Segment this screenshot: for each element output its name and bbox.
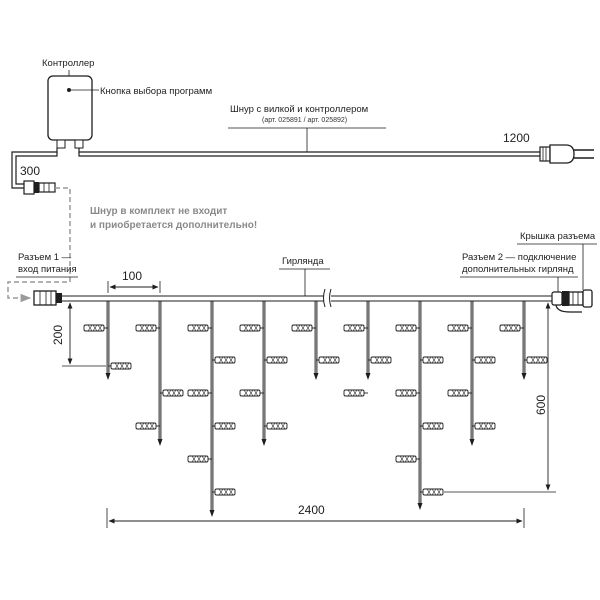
- drop-tip-icon: [261, 439, 267, 446]
- led-bulb-icon: [526, 356, 548, 364]
- cord-title: Шнур с вилкой и контроллером: [230, 104, 368, 115]
- led-bulb-icon: [239, 324, 261, 332]
- icicle-drop: [291, 301, 340, 380]
- led-bulb-icon: [447, 389, 469, 397]
- led-bulb-icon: [422, 356, 444, 364]
- led-bulb-icon: [187, 324, 209, 332]
- drop-tip-icon: [313, 373, 319, 380]
- cord-article: (арт. 025891 / арт. 025892): [262, 117, 347, 124]
- led-bulb-icon: [395, 324, 417, 332]
- led-bulb-icon: [162, 389, 184, 397]
- spacing-dim: 100: [122, 269, 142, 283]
- drop-tip-icon: [209, 510, 215, 517]
- led-bulb-icon: [239, 389, 261, 397]
- led-bulb-icon: [110, 362, 132, 370]
- cord-to-plug: [78, 148, 540, 153]
- total-length-dim: 2400: [298, 503, 325, 517]
- led-bulb-icon: [318, 356, 340, 364]
- note-line-1: Шнур в комплект не входит: [90, 206, 227, 217]
- led-bulb-icon: [135, 324, 157, 332]
- cord-length-dim: 1200: [503, 131, 530, 145]
- connector1-label-2: вход питания: [18, 264, 77, 275]
- connector-cap: [582, 289, 593, 308]
- led-bulb-icon: [214, 488, 236, 496]
- garland-label: Гирлянда: [282, 256, 324, 267]
- icicle-drop: [187, 301, 236, 517]
- controller-lead: [11, 148, 58, 189]
- led-bulb-icon: [474, 422, 496, 430]
- icicle-drop: [343, 301, 392, 397]
- icicle-drops: [83, 301, 548, 517]
- led-bulb-icon: [214, 356, 236, 364]
- led-bulb-icon: [187, 389, 209, 397]
- led-bulb-icon: [83, 324, 105, 332]
- led-bulb-icon: [214, 422, 236, 430]
- offset-dim: 200: [51, 325, 65, 345]
- connector-1: [33, 290, 62, 306]
- led-bulb-icon: [447, 324, 469, 332]
- led-bulb-icon: [499, 324, 521, 332]
- cap-label: Крышка разъема: [520, 231, 596, 242]
- drop-tip-icon: [469, 439, 475, 446]
- led-bulb-icon: [343, 324, 365, 332]
- led-bulb-icon: [266, 356, 288, 364]
- dashed-connection: [7, 187, 71, 303]
- led-bulb-icon: [291, 324, 313, 332]
- plug-icon: [539, 144, 594, 164]
- connector1-label-1: Разъем 1 —: [18, 252, 72, 263]
- icicle-drop: [447, 301, 496, 446]
- drop-tip-icon: [417, 503, 423, 510]
- controller: [47, 75, 93, 149]
- led-bulb-icon: [135, 422, 157, 430]
- max-drop-dim: 600: [534, 395, 548, 415]
- drop-tip-icon: [105, 373, 111, 380]
- lead-connector: [23, 180, 56, 195]
- drop-tip-icon: [521, 373, 527, 380]
- led-bulb-icon: [343, 389, 365, 397]
- icicle-drop: [83, 301, 132, 380]
- led-bulb-icon: [422, 422, 444, 430]
- note-line-2: и приобретается дополнительно!: [90, 219, 257, 231]
- drop-tip-icon: [365, 373, 371, 380]
- led-bulb-icon: [422, 488, 444, 496]
- led-bulb-icon: [474, 356, 496, 364]
- icicle-drop: [135, 301, 184, 446]
- led-bulb-icon: [370, 356, 392, 364]
- lead-length-dim: 300: [20, 164, 40, 178]
- connector2-label-2: дополнительных гирлянд: [462, 264, 574, 275]
- icicle-drop: [395, 301, 444, 510]
- connector2-label-1: Разъем 2 — подключение: [462, 252, 576, 263]
- icicle-drop: [239, 301, 288, 446]
- controller-label: Контроллер: [42, 58, 94, 69]
- drop-tip-icon: [157, 439, 163, 446]
- connector-2: [551, 289, 593, 308]
- button-label: Кнопка выбора программ: [100, 86, 212, 97]
- icicle-drop: [499, 301, 548, 380]
- program-button-icon: [67, 88, 71, 92]
- led-bulb-icon: [187, 455, 209, 463]
- led-bulb-icon: [395, 389, 417, 397]
- led-bulb-icon: [395, 455, 417, 463]
- led-bulb-icon: [266, 422, 288, 430]
